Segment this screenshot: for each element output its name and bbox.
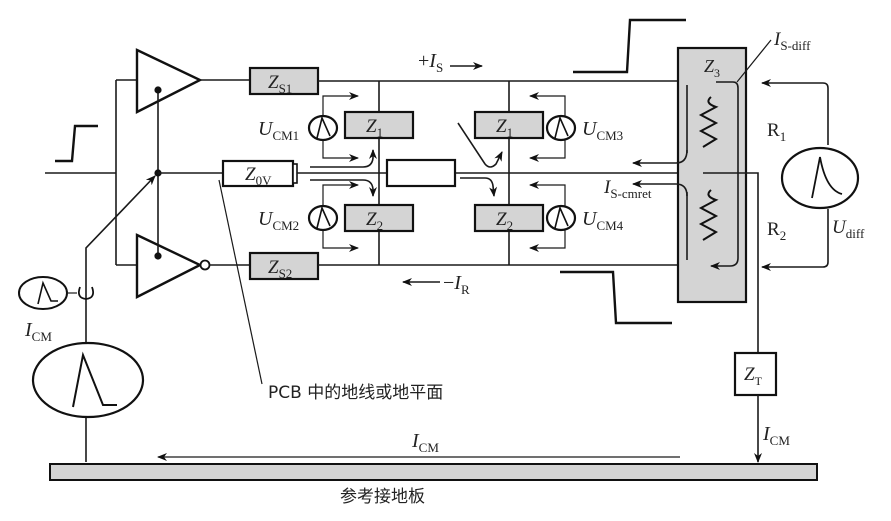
ucm3-label: UCM3 [582, 118, 623, 143]
junction-dot [154, 252, 162, 260]
current-path-arrow [310, 179, 377, 197]
z3-coil-lower [698, 189, 719, 241]
driver-ground-leader [85, 175, 156, 462]
zs2-label: ZS2 [268, 257, 292, 281]
z2-left-label: Z2 [366, 209, 383, 233]
z2-left-impedance [343, 203, 415, 233]
icm-ground-label: ICM [411, 430, 439, 455]
driver-inverter [135, 233, 211, 299]
z1-left-impedance [343, 110, 415, 140]
current-clamp-icon [77, 286, 95, 300]
pcb-ground-annotation: PCB 中的地线或地平面 [268, 383, 443, 403]
zt-label: ZT [744, 364, 763, 388]
zt-impedance [733, 351, 778, 397]
rising-step-waveform [573, 18, 686, 74]
udiff-upper-arrow [761, 79, 829, 145]
z2-right-impedance [473, 203, 545, 233]
ground-trace-segment [385, 158, 457, 188]
is-cmret-arrow-upper [632, 149, 688, 167]
ucm4-label: UCM4 [582, 208, 624, 233]
z1-left-label: Z1 [366, 116, 383, 140]
is-diff-label: IS-diff [773, 29, 811, 53]
z1-right-impedance [473, 110, 545, 140]
pulse-glyph [37, 280, 58, 305]
ir-minus-label: −IR [443, 272, 470, 297]
z0v-terminal [292, 163, 298, 184]
is-cmret-arrow-lower [632, 180, 688, 197]
z3-coil-upper [698, 96, 719, 148]
pulse-glyph [554, 205, 569, 229]
icm-common-mode-source [31, 341, 145, 419]
z2-right-label: Z2 [496, 209, 513, 233]
udiff-lower-arrow [761, 209, 829, 271]
z3-label: Z3 [704, 56, 720, 80]
ucm3-source [529, 92, 577, 162]
udiff-label: Udiff [832, 217, 865, 241]
current-path-arrow [310, 149, 377, 168]
is-plus-label: +IS [418, 50, 443, 75]
z3-receiver-block [676, 46, 748, 304]
falling-step-waveform [560, 270, 672, 325]
ucm2-label: UCM2 [258, 208, 299, 233]
ucm1-source [307, 92, 359, 162]
z0v-impedance [221, 159, 295, 188]
inverter-bubble [199, 259, 211, 271]
pulse-glyph [554, 115, 569, 139]
z1-right-label: Z1 [496, 116, 513, 140]
z3-to-zt-wire [703, 172, 759, 352]
current-path-arrow [460, 177, 498, 197]
pcb-ground-leader [218, 179, 263, 385]
r2-label: R2 [767, 219, 786, 243]
junction-dot [154, 86, 162, 94]
ucm2-source [307, 181, 359, 252]
reference-ground-plane [49, 463, 818, 481]
r1-label: R1 [767, 120, 786, 144]
input-step-waveform [55, 124, 98, 163]
icm-right-label: ICM [762, 423, 790, 448]
icm-probe-label: ICM [24, 319, 52, 344]
is-cmret-label: IS-cmret [603, 177, 652, 201]
current-path-arrow [457, 122, 503, 168]
pulse-glyph [72, 351, 117, 408]
ucm4-source [529, 181, 577, 252]
is-diff-leader [736, 39, 772, 83]
driver-buffer [135, 48, 203, 114]
zs1-impedance [248, 66, 320, 96]
pulse-glyph [316, 205, 331, 229]
ucm1-label: UCM1 [258, 118, 299, 143]
pulse-glyph [811, 156, 843, 199]
zs2-impedance [248, 251, 320, 281]
z0v-label: Z0V [245, 164, 272, 188]
pulse-glyph [316, 115, 331, 139]
reference-plane-label: 参考接地板 [340, 487, 425, 507]
zs1-label: ZS1 [268, 72, 292, 96]
